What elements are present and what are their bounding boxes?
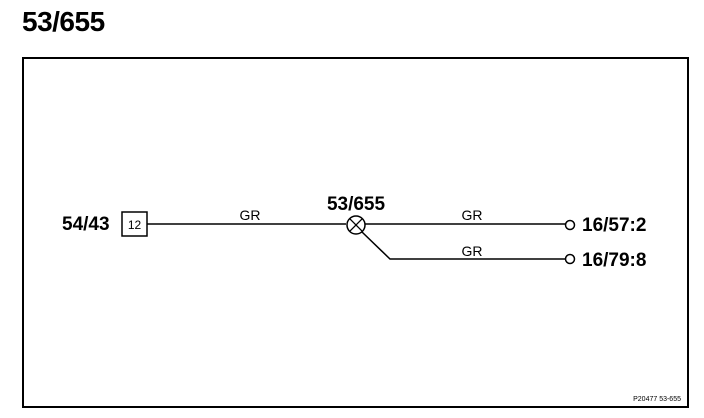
wire-splice-to-terminal-2 — [361, 231, 565, 260]
splice-label: 53/655 — [327, 194, 386, 215]
splice-icon — [346, 215, 366, 235]
connector-pin-number: 12 — [128, 218, 142, 232]
wire-color-label-2: GR — [462, 207, 483, 223]
wire-color-label-3: GR — [462, 243, 483, 259]
connector-pin-box — [121, 211, 148, 237]
source-connector-label: 54/43 — [62, 214, 110, 235]
page-title: 53/655 — [22, 6, 105, 37]
wire-color-label-1: GR — [240, 207, 261, 223]
terminal-2-icon — [564, 253, 576, 265]
reference-code: P20477 53-655 — [633, 396, 681, 403]
diagram-frame — [22, 57, 689, 408]
terminal-2-label: 16/79:8 — [582, 250, 646, 271]
terminal-1-label: 16/57:2 — [582, 215, 646, 236]
terminal-1-icon — [564, 219, 576, 231]
